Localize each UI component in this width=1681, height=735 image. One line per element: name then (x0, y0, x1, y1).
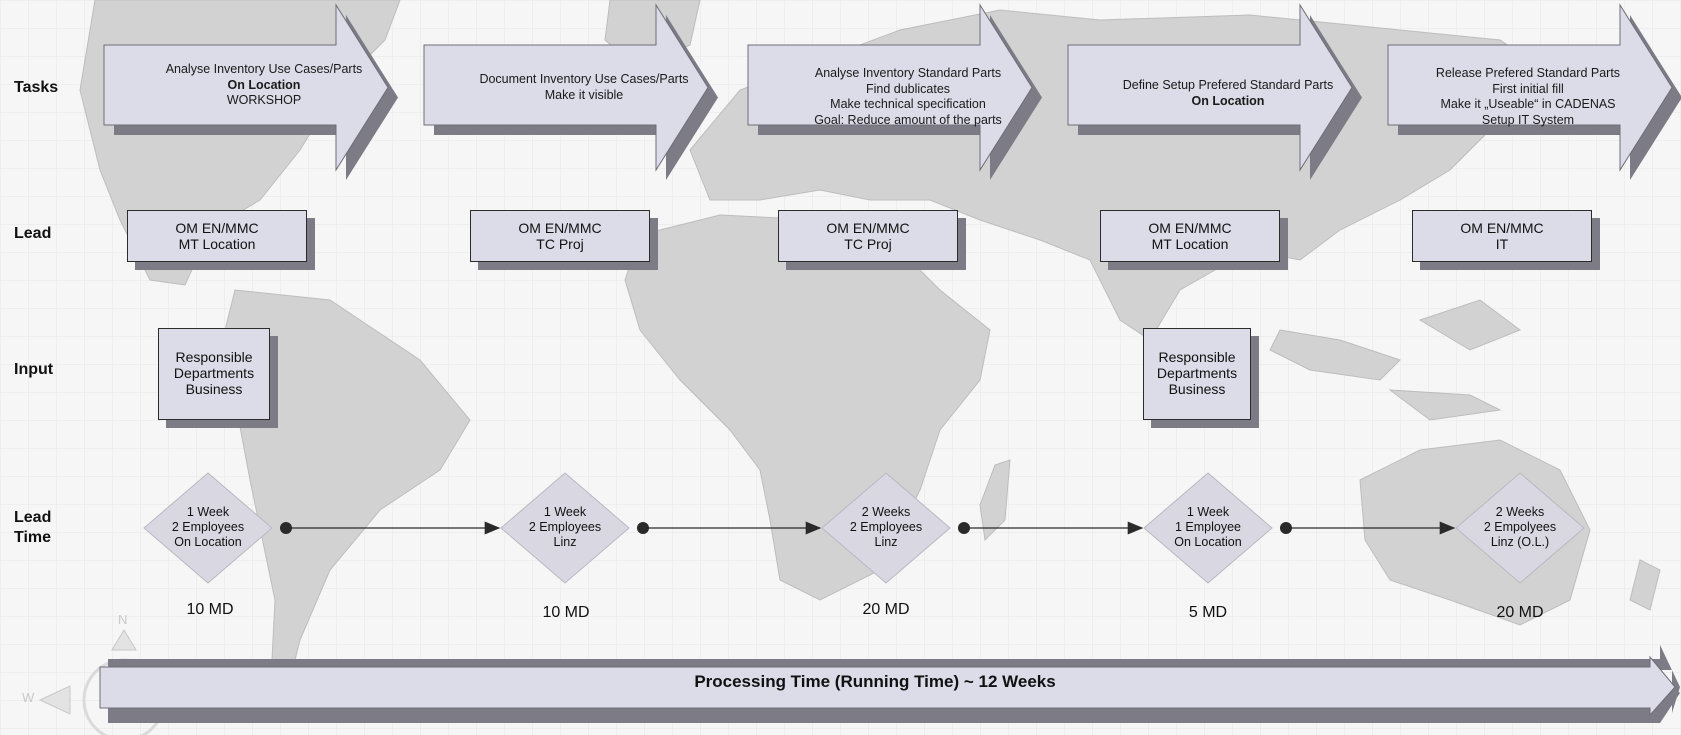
lead-time-1-text: 1 Week 2 Employees On Location (148, 505, 268, 550)
input-box-2-line-3: Business (1168, 381, 1226, 397)
input-box-1: Responsible Departments Business (158, 328, 270, 420)
input-box-1-line-2: Departments (173, 365, 255, 381)
task-arrow-2 (423, 3, 709, 172)
processing-time-arrow (99, 645, 1680, 723)
task-5-text: Release Prefered Standard Parts First in… (1368, 66, 1681, 128)
task-5-line-4: Setup IT System (1481, 112, 1575, 127)
lead-time-dot-2 (637, 522, 649, 534)
lead-box-5-line-1: OM EN/MMC (1460, 220, 1544, 236)
lead-time-3-line-3: Linz (874, 535, 898, 549)
lead-time-2-text: 1 Week 2 Employees Linz (505, 505, 625, 550)
task-5-line-2: First initial fill (1492, 81, 1564, 96)
lead-box-1-line-2: MT Location (178, 236, 256, 252)
effort-1: 10 MD (186, 601, 234, 618)
lead-time-diamond-2 (500, 472, 630, 584)
lead-box-3-line-2: TC Proj (844, 236, 892, 252)
lead-box-1: OM EN/MMC MT Location (127, 210, 307, 262)
lead-time-dot-1 (280, 522, 292, 534)
task-1-line-1: Analyse Inventory Use Cases/Parts (165, 62, 363, 76)
lead-time-2-line-2: 2 Employees (528, 520, 602, 534)
lead-time-4-text: 1 Week 1 Employee On Location (1148, 505, 1268, 550)
task-5-line-1: Release Prefered Standard Parts (1435, 66, 1621, 80)
lead-box-4-line-2: MT Location (1151, 236, 1229, 252)
task-3-line-2: Find dublicates (865, 81, 951, 96)
row-label-lead-time: Lead Time (14, 508, 51, 548)
lead-box-5-line-2: IT (1495, 236, 1509, 252)
task-arrow-shapes (103, 3, 1681, 180)
task-3-line-3: Make technical specification (830, 97, 986, 111)
lead-time-diamond-3 (821, 472, 951, 584)
lead-time-3-line-1: 2 Weeks (861, 505, 911, 519)
processing-time-arrow-face (99, 655, 1676, 717)
lead-time-5-line-2: 2 Empolyees (1483, 520, 1557, 534)
compass-west-letter: W (22, 690, 35, 705)
task-3-text: Analyse Inventory Standard Parts Find du… (748, 66, 1068, 128)
lead-time-2-line-3: Linz (553, 535, 577, 549)
task-4-line-1: Define Setup Prefered Standard Parts (1122, 78, 1334, 92)
processing-time-label: Processing Time (Running Time) ~ 12 Week… (694, 672, 1056, 691)
task-2-text: Document Inventory Use Cases/Parts Make … (424, 72, 744, 103)
input-box-2-line-2: Departments (1156, 365, 1238, 381)
row-label-lead-time-line-2: Time (14, 529, 52, 546)
task-arrow-4 (1067, 3, 1353, 172)
effort-4: 5 MD (1188, 604, 1228, 621)
lead-time-1-line-3: On Location (174, 535, 242, 549)
lead-time-dot-3 (958, 522, 970, 534)
lead-time-3-text: 2 Weeks 2 Employees Linz (826, 505, 946, 550)
task-2-line-2: Make it visible (544, 87, 624, 102)
lead-time-2-line-1: 1 Week (543, 505, 587, 519)
task-arrow-1 (103, 3, 389, 172)
lead-time-diamond-4 (1143, 472, 1273, 584)
lead-time-timeline (143, 472, 1585, 584)
row-label-input: Input (14, 361, 54, 378)
lead-time-5-line-3: Linz (O.L.) (1490, 535, 1550, 549)
compass-north-letter: N (118, 612, 128, 627)
task-3-line-4: Goal: Reduce amount of the parts (814, 112, 1002, 127)
lead-time-dot-4 (1280, 522, 1292, 534)
task-1-line-3: WORKSHOP (226, 93, 302, 107)
task-1-text: Analyse Inventory Use Cases/Parts On Loc… (104, 62, 424, 109)
effort-5: 20 MD (1496, 604, 1544, 621)
lead-box-2-line-2: TC Proj (536, 236, 584, 252)
task-4-text: Define Setup Prefered Standard Parts On … (1068, 78, 1388, 109)
effort-3: 20 MD (862, 601, 910, 618)
lead-time-4-line-1: 1 Week (1186, 505, 1230, 519)
lead-time-1-line-1: 1 Week (186, 505, 230, 519)
lead-box-5: OM EN/MMC IT (1412, 210, 1592, 262)
task-3-line-1: Analyse Inventory Standard Parts (814, 66, 1002, 80)
lead-time-diamond-5 (1455, 472, 1585, 584)
row-label-tasks: Tasks (14, 79, 59, 96)
row-label-lead: Lead (14, 225, 52, 242)
input-box-1-line-1: Responsible (175, 349, 253, 365)
lead-box-4: OM EN/MMC MT Location (1100, 210, 1280, 262)
task-arrow-3 (747, 3, 1033, 172)
lead-time-4-line-2: 1 Employee (1174, 520, 1241, 534)
lead-box-1-line-1: OM EN/MMC (175, 220, 259, 236)
row-label-lead-time-line-1: Lead (14, 509, 52, 526)
task-1-line-2: On Location (227, 77, 301, 92)
lead-box-3-line-1: OM EN/MMC (826, 220, 910, 236)
lead-box-2: OM EN/MMC TC Proj (470, 210, 650, 262)
task-arrow-5 (1387, 3, 1673, 172)
lead-time-diamond-1 (143, 472, 273, 584)
lead-time-1-line-2: 2 Employees (171, 520, 245, 534)
lead-box-4-line-1: OM EN/MMC (1148, 220, 1232, 236)
task-2-line-1: Document Inventory Use Cases/Parts (479, 72, 689, 86)
lead-time-5-line-1: 2 Weeks (1495, 505, 1545, 519)
lead-time-4-line-3: On Location (1174, 535, 1242, 549)
lead-time-3-line-2: 2 Employees (849, 520, 923, 534)
task-5-line-3: Make it „Useable“ in CADENAS (1440, 97, 1616, 111)
lead-time-5-text: 2 Weeks 2 Empolyees Linz (O.L.) (1460, 505, 1580, 550)
lead-box-2-line-1: OM EN/MMC (518, 220, 602, 236)
input-box-2: Responsible Departments Business (1143, 328, 1251, 420)
input-box-1-line-3: Business (185, 381, 243, 397)
input-box-2-line-1: Responsible (1158, 349, 1236, 365)
task-4-line-2: On Location (1191, 93, 1265, 108)
lead-box-3: OM EN/MMC TC Proj (778, 210, 958, 262)
effort-2: 10 MD (542, 604, 590, 621)
